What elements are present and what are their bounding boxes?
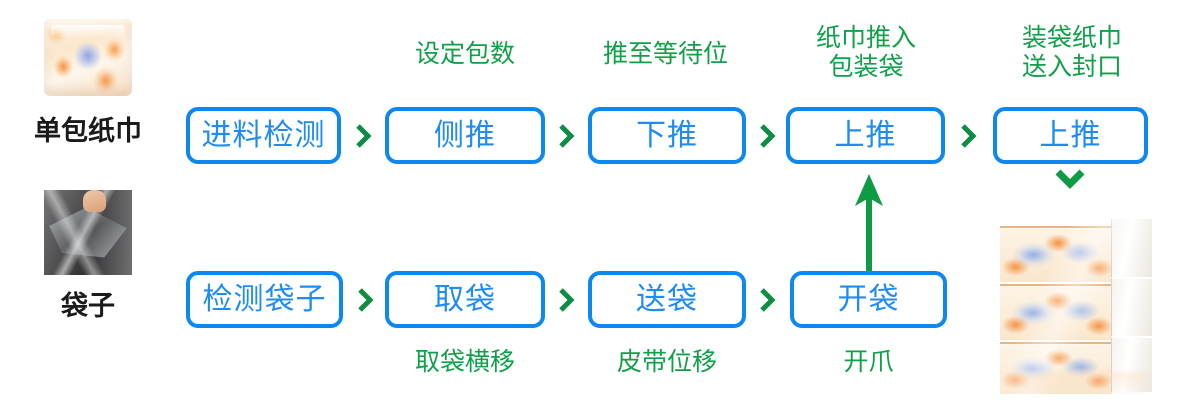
step-label: 侧推: [434, 118, 496, 152]
chevron-right-icon: [355, 286, 377, 314]
caption-top-3: 推至等待位: [602, 40, 728, 68]
caption-top-2: 设定包数: [414, 40, 515, 68]
caption-bottom-2: 取袋横移: [414, 348, 515, 376]
bagged-tissue-bundle-photo: [1000, 219, 1152, 394]
chevron-right-icon: [556, 122, 578, 150]
chevron-right-icon: [556, 286, 578, 314]
step-box-feed-detect[interactable]: 进料检测: [186, 107, 341, 164]
output-down-chevron-icon: [1054, 167, 1086, 193]
step-label: 上推: [1039, 118, 1102, 152]
caption-bottom-4: 开爪: [843, 348, 894, 376]
chevron-right-icon: [757, 286, 779, 314]
input-label-bag: 袋子: [61, 291, 115, 321]
input-label-tissue: 单包纸巾: [34, 116, 142, 146]
step-box-side-push[interactable]: 侧推: [385, 107, 545, 164]
caption-bottom-3: 皮带位移: [616, 348, 717, 376]
step-label: 开袋: [837, 282, 900, 316]
step-box-open-bag[interactable]: 开袋: [790, 271, 947, 328]
step-box-up-push-1[interactable]: 上推: [786, 107, 945, 164]
step-label: 取袋: [434, 282, 496, 316]
caption-top-5: 装袋纸巾 送入封口: [1021, 24, 1122, 81]
step-box-down-push[interactable]: 下推: [588, 107, 746, 164]
step-label: 检测袋子: [202, 282, 327, 316]
step-box-bag-detect[interactable]: 检测袋子: [186, 271, 343, 328]
chevron-right-icon: [757, 122, 779, 150]
chevron-right-icon: [958, 122, 980, 150]
merge-up-arrow-icon: [852, 172, 886, 272]
caption-top-4: 纸巾推入 包装袋: [815, 24, 916, 81]
step-label: 送袋: [636, 282, 698, 316]
step-box-feed-bag[interactable]: 送袋: [588, 271, 746, 328]
step-box-take-bag[interactable]: 取袋: [385, 271, 545, 328]
plastic-bag-photo: [44, 190, 132, 275]
chevron-right-icon: [353, 122, 375, 150]
tissue-pack-photo: [44, 19, 132, 96]
step-label: 上推: [834, 118, 897, 152]
step-box-up-push-2[interactable]: 上推: [993, 107, 1148, 164]
step-label: 进料检测: [201, 118, 326, 152]
step-label: 下推: [636, 118, 698, 152]
